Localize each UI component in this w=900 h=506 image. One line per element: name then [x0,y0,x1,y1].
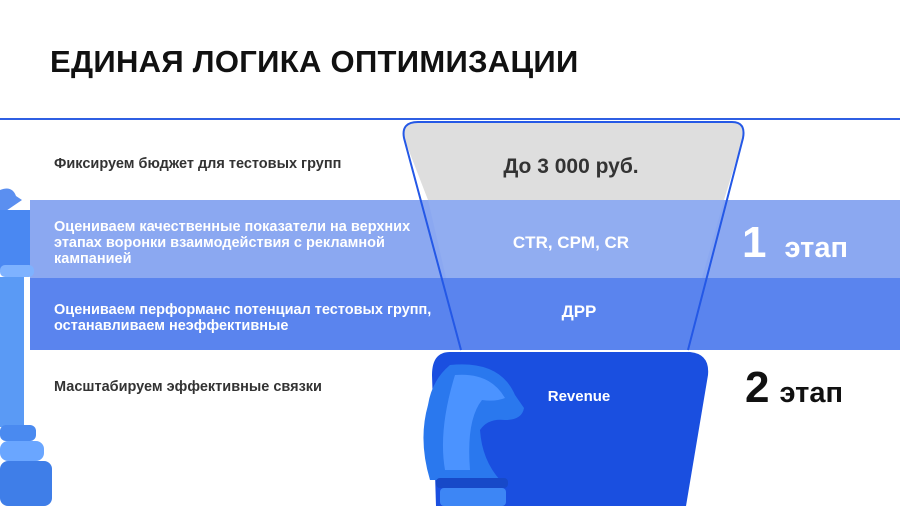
metric-budget: До 3 000 руб. [503,155,639,178]
metric-revenue: Revenue [547,388,611,405]
chess-knight-icon [423,364,524,506]
stage-1-number: 1 [742,218,767,267]
stage-2: 2 этап [745,363,843,413]
stage-2-number: 2 [745,363,770,412]
row-label-scale: Масштабируем эффективные связки [54,379,322,395]
metric-drr: ДРР [561,302,597,321]
chess-queen-icon [0,188,52,506]
row-quality [30,200,900,278]
row-label-budget: Фиксируем бюджет для тестовых групп [54,156,342,172]
row-label-quality: Оцениваем качественные показатели на вер… [54,219,411,267]
stage-1-word: этап [784,232,848,264]
metric-quality: CTR, CPM, CR [512,233,630,252]
stage-1: 1 этап [742,218,848,268]
row-label-performance: Оцениваем перформанс потенциал тестовых … [54,302,432,334]
stage-2-word: этап [779,377,843,409]
page-title: ЕДИНАЯ ЛОГИКА ОПТИМИЗАЦИИ [50,44,579,79]
divider [0,118,900,120]
row-performance [30,278,900,350]
